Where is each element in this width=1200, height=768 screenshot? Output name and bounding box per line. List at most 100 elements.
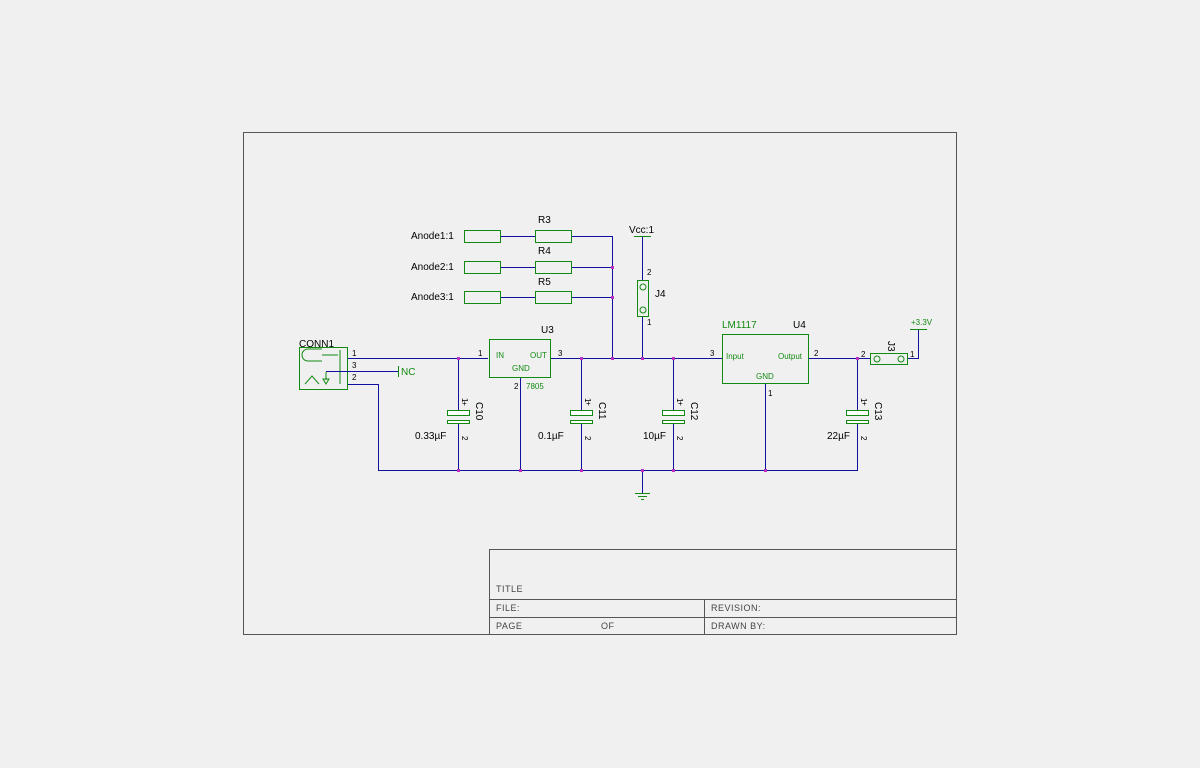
file-field: FILE:: [496, 603, 520, 613]
title-field: TITLE: [496, 584, 523, 594]
u4-ref-label: U4: [793, 320, 806, 331]
c11-pin2: 2: [583, 436, 592, 441]
c12-pin1: 1: [675, 398, 684, 403]
c10-label: C10: [473, 402, 484, 421]
c12-pin2: 2: [675, 436, 684, 441]
junction-dot: [519, 469, 522, 472]
jumper-pin-hole: [639, 283, 647, 291]
u3-value-label: 7805: [526, 382, 544, 391]
jumper-j3[interactable]: 2 1 J3: [861, 341, 915, 365]
of-field: OF: [601, 621, 615, 631]
cap-plate: [570, 410, 593, 416]
u4-pin1: 1: [768, 389, 773, 398]
resistor-r4[interactable]: R4: [535, 246, 572, 274]
cap-plus: +: [862, 399, 867, 408]
drawn-by-field: DRAWN BY:: [711, 621, 766, 631]
resistor-anode3[interactable]: Anode3:1: [411, 291, 501, 304]
r5-label: R5: [538, 277, 551, 288]
title-block-outline: [489, 549, 957, 635]
junction-dot: [641, 357, 644, 360]
junctions: [457, 266, 859, 472]
u3-out-label: OUT: [530, 351, 547, 360]
j3-pin1: 1: [910, 350, 915, 359]
resistor-anode2[interactable]: Anode2:1: [411, 261, 501, 274]
junction-dot: [611, 296, 614, 299]
nc-flag[interactable]: NC: [398, 366, 416, 378]
power-port-3v3[interactable]: +3.3V: [910, 318, 933, 330]
jumper-body: [870, 353, 908, 365]
u4-input-label: Input: [726, 352, 745, 361]
r3-label: R3: [538, 215, 551, 226]
wire: [908, 330, 919, 359]
sheet-frame: [243, 132, 957, 635]
resistor-body: [464, 230, 501, 243]
conn1-pin2: 2: [352, 373, 357, 382]
u3-gnd-label: GND: [512, 364, 530, 373]
junction-dot: [457, 469, 460, 472]
jumper-body: [637, 280, 649, 317]
u3-ref-label: U3: [541, 325, 554, 336]
cap-plus: +: [586, 399, 591, 408]
conn1-pin1: 1: [352, 349, 357, 358]
cap-plate: [662, 410, 685, 416]
c13-pin1: 1: [859, 398, 868, 403]
jumper-j4[interactable]: 2 1 J4: [637, 268, 667, 327]
jack-contact: [304, 375, 320, 385]
c10-pin1: 1: [460, 398, 469, 403]
u4-gnd-label: GND: [756, 372, 774, 381]
jumper-pin-hole: [639, 306, 647, 314]
c13-pin2: 2: [859, 436, 868, 441]
c10-pin2: 2: [460, 436, 469, 441]
ground-icon[interactable]: [635, 493, 650, 500]
wire: [572, 236, 613, 358]
cap-plate: [662, 420, 685, 424]
junction-dot: [672, 357, 675, 360]
jack-barrel: [301, 348, 322, 362]
capacitor-c13[interactable]: + 1 2 C13 22µF: [827, 397, 883, 447]
u4-output-label: Output: [778, 352, 803, 361]
r4-label: R4: [538, 246, 551, 257]
cap-plate: [846, 420, 869, 424]
u4-value-label: LM1117: [722, 320, 757, 331]
j3-pin2: 2: [861, 350, 866, 359]
vcc-port[interactable]: Vcc:1: [629, 225, 654, 237]
capacitor-c10[interactable]: + 1 2 C10 0.33µF: [415, 397, 484, 447]
resistor-r3[interactable]: R3: [535, 215, 572, 243]
plus33-label: +3.3V: [911, 318, 933, 327]
j3-label: J3: [885, 341, 896, 352]
wire: [358, 384, 379, 471]
jumper-pin-hole: [897, 355, 905, 363]
j4-label: J4: [655, 289, 666, 300]
resistor-r5[interactable]: R5: [535, 277, 572, 304]
u3-body: [489, 339, 551, 378]
u3-pin3: 3: [558, 349, 563, 358]
connector-conn1[interactable]: CONN1 1 3 2: [299, 339, 358, 390]
resistor-anode1[interactable]: Anode1:1: [411, 230, 501, 243]
capacitor-c12[interactable]: + 1 2 C12 10µF: [643, 397, 699, 447]
capacitor-c11[interactable]: + 1 2 C11 0.1µF: [538, 397, 607, 447]
wires: [358, 236, 919, 493]
u4-body: [722, 334, 809, 384]
regulator-u3[interactable]: IN OUT GND U3 7805 1 3 2: [478, 325, 563, 391]
cap-plus: +: [462, 399, 467, 408]
resistor-body: [535, 230, 572, 243]
resistor-body: [464, 261, 501, 274]
cap-plate: [570, 420, 593, 424]
jumper-pin-hole: [873, 355, 881, 363]
c12-value: 10µF: [643, 431, 666, 442]
cap-plate: [447, 420, 470, 424]
nc-label: NC: [401, 367, 415, 378]
junction-dot: [580, 469, 583, 472]
title-block: TITLE FILE: REVISION: PAGE OF DRAWN BY:: [489, 549, 957, 635]
junction-dot: [457, 357, 460, 360]
regulator-u4[interactable]: Input Output GND LM1117 U4 3 2 1: [710, 320, 819, 398]
resistor-body: [535, 261, 572, 274]
revision-field: REVISION:: [711, 603, 761, 613]
vcc-label: Vcc:1: [629, 225, 654, 236]
u3-pin1: 1: [478, 349, 483, 358]
u3-pin2: 2: [514, 382, 519, 391]
junction-dot: [580, 357, 583, 360]
u3-in-label: IN: [496, 351, 504, 360]
junction-dot: [641, 469, 644, 472]
